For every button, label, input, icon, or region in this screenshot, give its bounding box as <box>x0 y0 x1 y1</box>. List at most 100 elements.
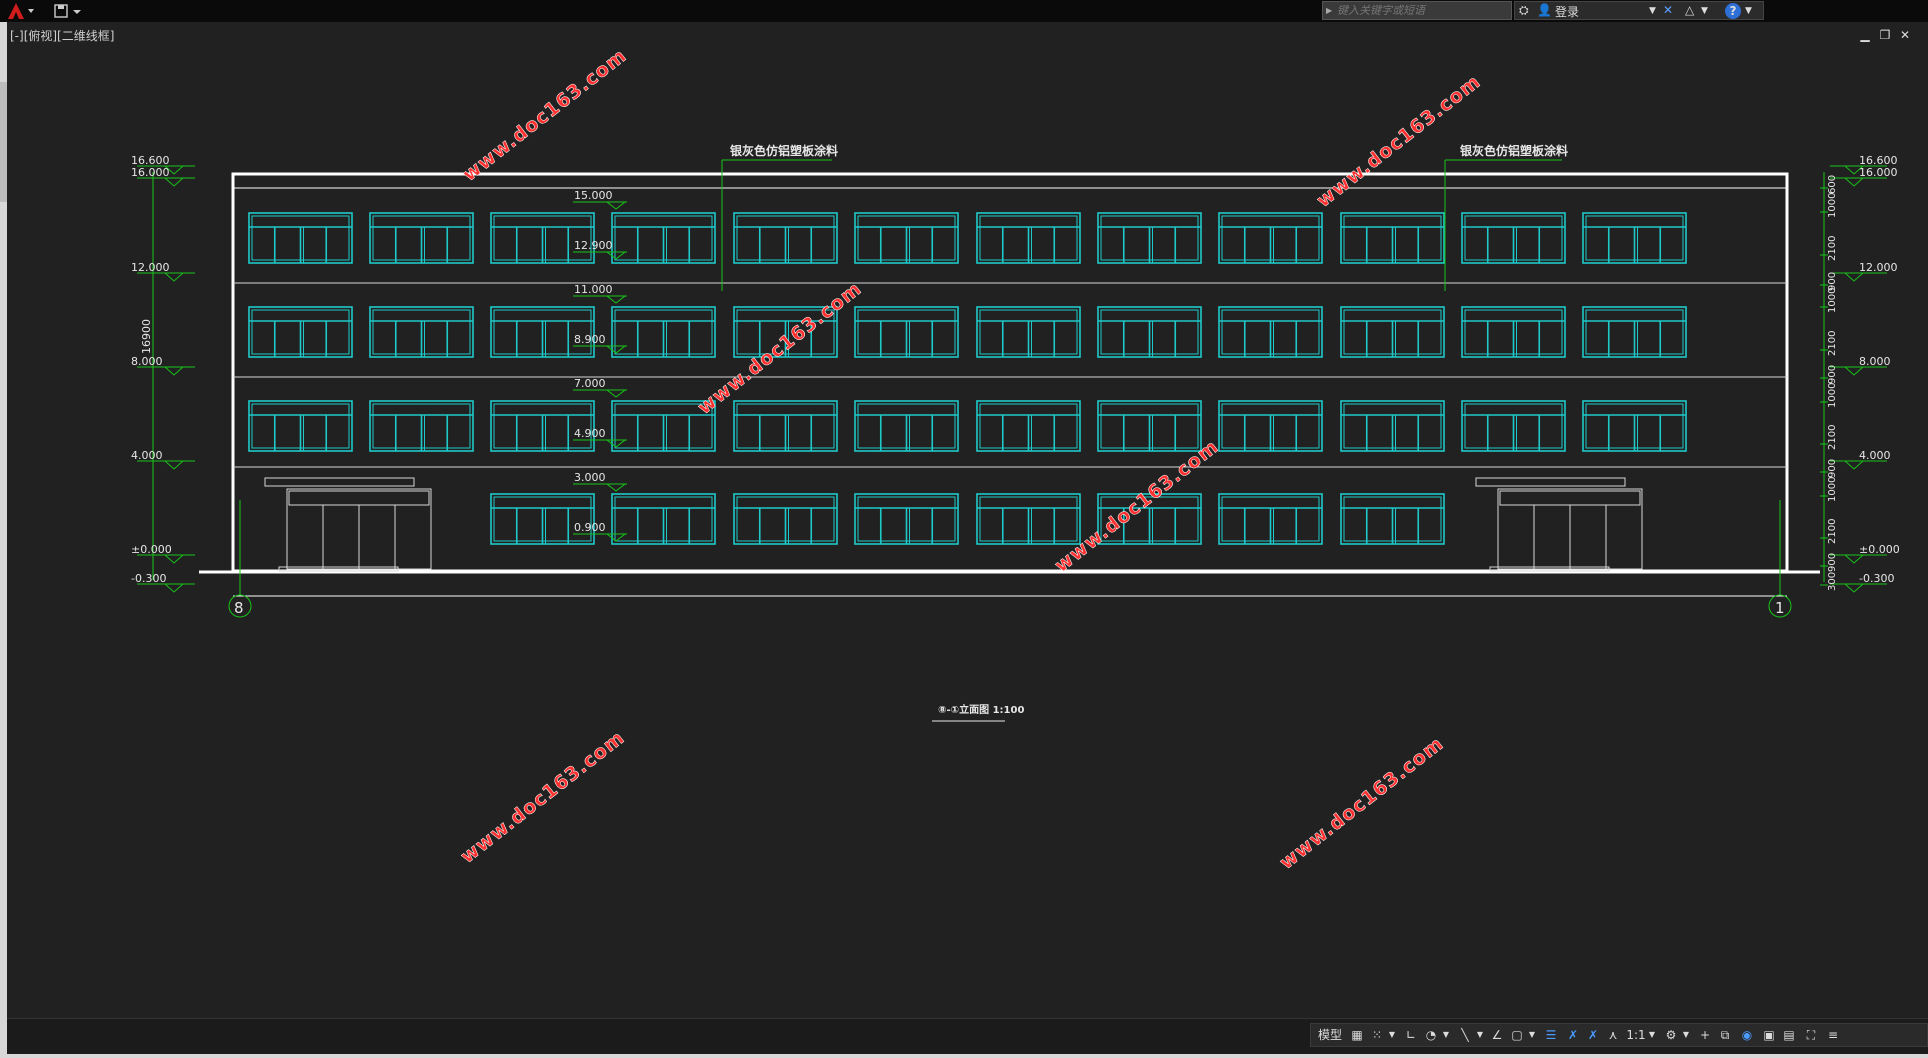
right-dim-text: 1000 <box>1827 193 1838 218</box>
windows-group <box>248 212 1687 545</box>
ortho-icon[interactable]: ∟ <box>1405 1028 1417 1042</box>
workspace-dropdown-icon[interactable]: ▼ <box>1682 1030 1690 1039</box>
scale-dropdown-icon[interactable]: ▼ <box>1648 1030 1656 1039</box>
fullscreen-icon[interactable]: ⛶ <box>1806 1028 1816 1042</box>
osnap-dropdown-icon[interactable]: ▼ <box>1528 1030 1536 1039</box>
search-input[interactable] <box>1337 2 1507 19</box>
window-level-marker <box>605 389 627 398</box>
viewport-controls-label[interactable]: [-][俯视][二维线框] <box>10 29 115 43</box>
model-tab[interactable]: 模型 <box>1317 1028 1342 1042</box>
right-dim-text: 1000 <box>1827 477 1838 502</box>
osnap-tracking-icon[interactable]: ∠ <box>1491 1028 1503 1042</box>
right-level-marker <box>1843 272 1865 282</box>
left-scroll-thumb[interactable] <box>0 82 7 202</box>
window-level-marker <box>605 483 627 492</box>
snap-icon[interactable]: ⁙ <box>1371 1028 1383 1042</box>
window-f3-3 <box>490 306 595 358</box>
right-dim-text: 2100 <box>1827 331 1838 356</box>
customization-menu-icon[interactable]: ≡ <box>1827 1028 1839 1042</box>
infocenter-toolbar: ⛭ 👤 登录 ▼ ✕ △ ▼ ? ▼ <box>1514 1 1764 20</box>
right-dim-text: 1000 <box>1827 288 1838 313</box>
window-f2-11 <box>1461 400 1566 452</box>
right-level-text: 16.000 <box>1859 166 1898 179</box>
window-f4-5 <box>733 212 838 264</box>
window-f4-8 <box>1097 212 1202 264</box>
a360-icon[interactable]: △ <box>1685 3 1695 17</box>
window-f4-2 <box>369 212 474 264</box>
window-level-text: 15.000 <box>574 189 613 202</box>
exchange-icon[interactable]: ✕ <box>1663 3 1674 17</box>
search-expand-icon[interactable]: ▶ <box>1326 6 1333 15</box>
annotation-scale-icon[interactable]: ⋏ <box>1608 1028 1618 1042</box>
quick-access-toolbar[interactable] <box>54 3 94 19</box>
isolate-objects-icon[interactable]: ◉ <box>1741 1028 1753 1042</box>
binoculars-icon[interactable]: ⛭ <box>1519 3 1529 17</box>
polar-icon[interactable]: ◔ <box>1425 1028 1437 1042</box>
units-icon[interactable]: ⧉ <box>1720 1028 1730 1042</box>
plus-icon[interactable]: + <box>1699 1028 1711 1042</box>
title-bar: ▶ ⛭ 👤 登录 ▼ ✕ △ ▼ ? ▼ <box>0 0 1928 22</box>
help-icon[interactable]: ? <box>1725 3 1741 19</box>
right-level-marker <box>1843 554 1865 564</box>
user-icon[interactable]: 👤 <box>1537 3 1552 17</box>
axis-bubble-left <box>228 594 252 618</box>
snap-dropdown-icon[interactable]: ▼ <box>1388 1030 1396 1039</box>
right-dim-text: 900 <box>1827 272 1838 291</box>
autocad-logo-icon[interactable] <box>6 2 34 20</box>
window-f1-1 <box>490 493 595 545</box>
drawing-canvas[interactable]: 16.60016.00012.0008.0004.000±0.000-0.300… <box>7 22 1928 1018</box>
bottom-strip <box>0 1054 1928 1058</box>
clean-screen-icon[interactable]: ▤ <box>1783 1028 1795 1042</box>
window-f1-7 <box>1218 493 1323 545</box>
right-dim-text: 900 <box>1827 553 1838 572</box>
window-level-text: 8.900 <box>574 333 606 346</box>
right-level-marker <box>1843 460 1865 470</box>
window-level-text: 11.000 <box>574 283 613 296</box>
a360-dropdown-icon[interactable]: ▼ <box>1701 6 1708 16</box>
window-f1-4 <box>854 493 959 545</box>
osnap-icon[interactable]: ▢ <box>1511 1028 1523 1042</box>
entrance-2 <box>1475 477 1643 572</box>
save-icon[interactable] <box>54 4 68 18</box>
left-level-marker <box>163 272 185 282</box>
window-level-marker <box>605 533 627 542</box>
close-button[interactable]: ✕ <box>1899 28 1911 42</box>
dropdown-icon[interactable] <box>72 7 82 17</box>
isodraft-icon[interactable]: ╲ <box>1461 1028 1469 1042</box>
left-scroll-strip[interactable] <box>0 22 7 1058</box>
annotation-scale-value[interactable]: 1:1 <box>1626 1028 1646 1042</box>
window-f4-10 <box>1340 212 1445 264</box>
auto-scale-icon[interactable]: ✗ <box>1587 1028 1599 1042</box>
right-level-marker <box>1843 583 1865 593</box>
restore-button[interactable]: ❐ <box>1879 28 1891 42</box>
right-dim-text: 900 <box>1827 365 1838 384</box>
window-f3-1 <box>248 306 353 358</box>
watermark-text-1: www.doc163.com <box>459 44 631 185</box>
login-button[interactable]: 登录 <box>1555 5 1580 19</box>
annotation-visibility-icon[interactable]: ✗ <box>1567 1028 1579 1042</box>
axis-right-label: 1 <box>1775 599 1785 617</box>
help-dropdown-icon[interactable]: ▼ <box>1745 6 1752 16</box>
login-dropdown-icon[interactable]: ▼ <box>1649 6 1656 16</box>
workspace-gear-icon[interactable]: ⚙ <box>1665 1028 1677 1042</box>
isodraft-dropdown-icon[interactable]: ▼ <box>1476 1030 1484 1039</box>
status-toolbar: 模型 ▦ ⁙ ▼ ∟ ◔ ▼ ╲ ▼ ∠ ▢ ▼ ☰ ✗ ✗ ⋏ 1:1 ▼ ⚙… <box>1310 1023 1928 1047</box>
left-level-marker <box>163 460 185 470</box>
right-dim-text: 2100 <box>1827 236 1838 261</box>
drawing-window-controls: ▁ ❐ ✕ <box>1858 28 1918 44</box>
lineweight-icon[interactable]: ☰ <box>1545 1028 1557 1042</box>
window-f2-8 <box>1097 400 1202 452</box>
window-level-marker <box>605 439 627 448</box>
right-dim-text: 300 <box>1827 572 1838 591</box>
left-level-text: ±0.000 <box>131 543 172 556</box>
grid-icon[interactable]: ▦ <box>1351 1028 1363 1042</box>
minimize-button[interactable]: ▁ <box>1860 28 1870 42</box>
window-f1-5 <box>976 493 1081 545</box>
window-f2-12 <box>1582 400 1687 452</box>
polar-dropdown-icon[interactable]: ▼ <box>1442 1030 1450 1039</box>
search-box[interactable]: ▶ <box>1322 1 1512 20</box>
window-f1-8 <box>1340 493 1445 545</box>
hardware-acceleration-icon[interactable]: ▣ <box>1763 1028 1775 1042</box>
building-outline <box>199 172 1820 597</box>
window-f1-2 <box>611 493 716 545</box>
